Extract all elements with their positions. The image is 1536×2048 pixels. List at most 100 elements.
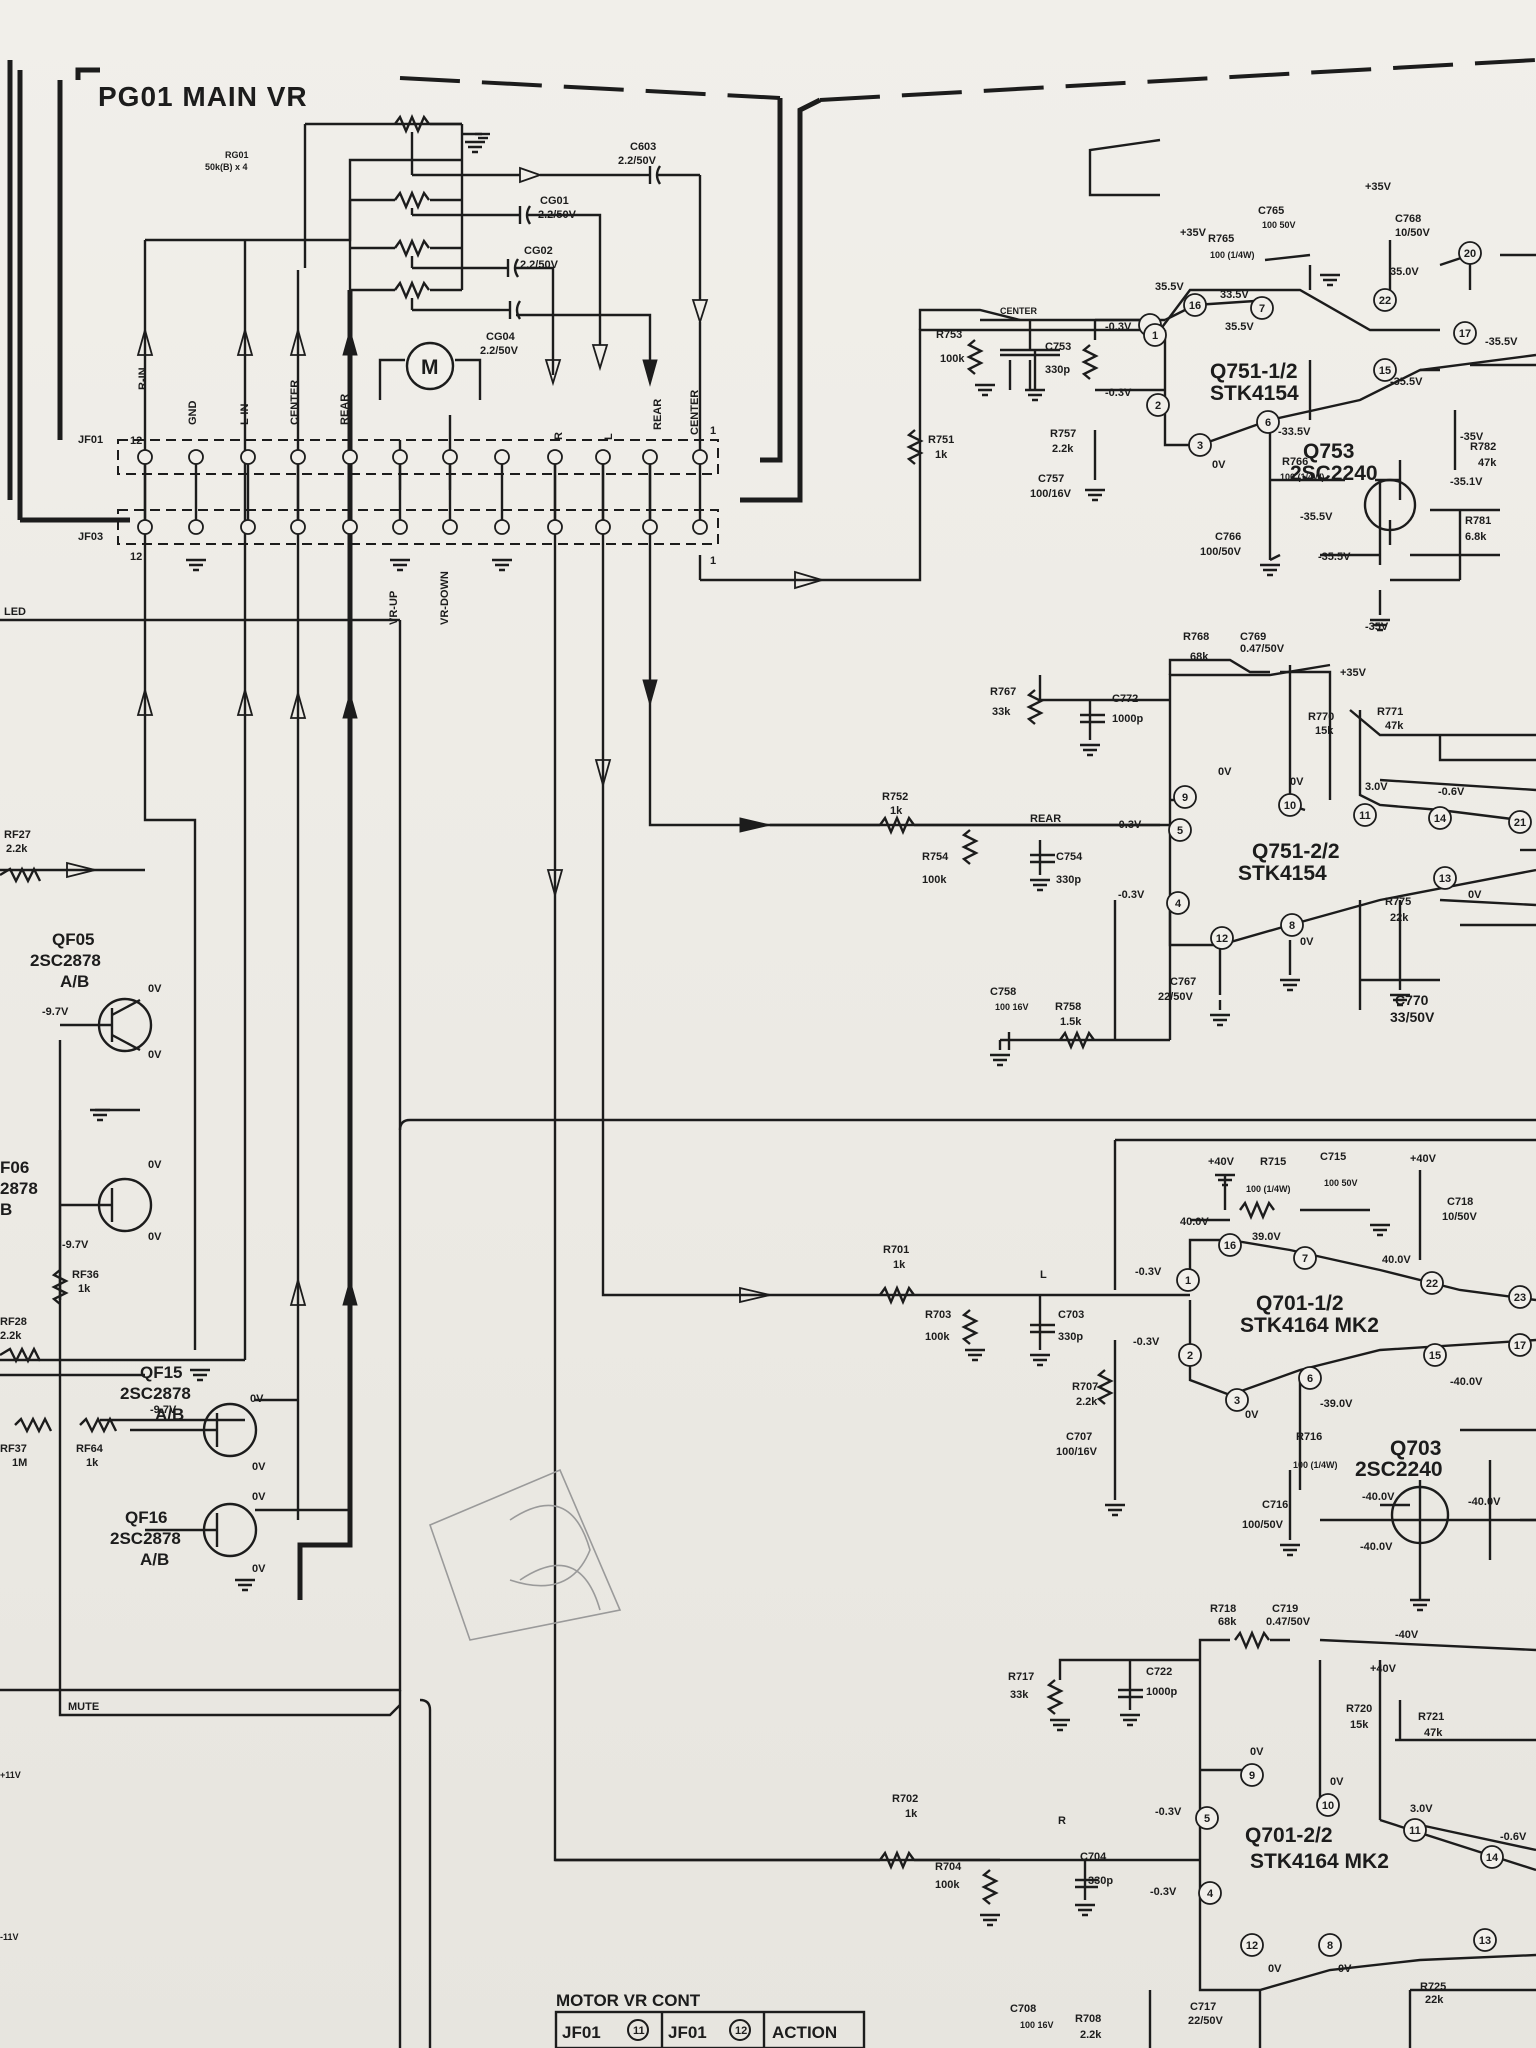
conn-label-rear-2: REAR [652,399,664,430]
v2-n03-b: -0.3V [1118,889,1145,901]
rf37-ref: RF37 [0,1443,27,1455]
qf05-grade: A/B [60,972,89,991]
terminal-jf01-7 [442,449,458,465]
v4-p40: +40V [1370,1663,1397,1675]
minus11v-label: -11V [0,1932,19,1942]
v3-0: 0V [1245,1409,1259,1421]
c757-ref: C757 [1038,473,1064,485]
svg-text:16: 16 [1189,300,1201,312]
ground-symbol-10 [1370,618,1390,632]
ground-symbol-12 [1080,743,1100,757]
r758-value: 1.5k [1060,1016,1082,1028]
svg-text:16: 16 [1224,1240,1236,1252]
svg-text:7: 7 [1302,1253,1308,1265]
r757-value: 2.2k [1052,443,1074,455]
c753-ref: C753 [1045,341,1071,353]
r770-ref: R770 [1308,711,1334,723]
terminal-jf03-9 [547,519,563,535]
r703-value: 100k [925,1331,950,1343]
v3-390: 39.0V [1252,1231,1281,1243]
rf36-ref: RF36 [72,1269,99,1281]
motor-vr-title: MOTOR VR CONT [556,1991,701,2010]
table-col-12: 12 [735,2025,747,2037]
v4-n03-a: -0.3V [1155,1806,1182,1818]
ground-symbol-30 [235,1578,255,1592]
rg01-pot-block [303,113,520,312]
terminal-jf03-2 [188,519,204,535]
r707-value: 2.2k [1076,1396,1098,1408]
conn-label-vr-up: VR-UP [388,591,400,625]
svg-text:11: 11 [1409,1825,1421,1837]
ground-symbol-11 [1030,878,1050,892]
terminal-jf03-5 [342,519,358,535]
c753-value: 330p [1045,364,1070,376]
v2-0-a: 0V [1218,766,1232,778]
terminal-jf03-1 [137,519,153,535]
terminal-jf03-12 [692,519,708,535]
c718-value: 10/50V [1442,1211,1478,1223]
c754-value: 330p [1056,874,1081,886]
ground-symbol-21 [1120,1713,1140,1727]
r767-ref: R767 [990,686,1016,698]
v2-30: 3.0V [1365,781,1388,793]
svg-text:4: 4 [1175,898,1182,910]
rg01-value: 50k(B) x 4 [205,162,248,172]
v-n35-b: -35V [1365,621,1389,633]
jf01-label: JF01 [78,434,103,446]
v-335-a: 33.5V [1220,289,1249,301]
v3-n400-b: -40.0V [1362,1491,1395,1503]
r721-value: 47k [1424,1727,1443,1739]
q701-2-pins: 5 4 9 10 11 14 12 8 13 [1195,1763,1504,1957]
r701-value: 1k [893,1259,906,1271]
v-n355-b: -35.5V [1390,376,1423,388]
rf27-ref: RF27 [4,829,31,841]
ground-symbol-28 [190,1368,210,1382]
jf01-pin1: 1 [710,425,716,437]
v-n35-a: -35V [1460,431,1484,443]
svg-text:21: 21 [1514,817,1526,829]
amp-q751-2 [770,658,1536,1051]
c769-ref: C769 [1240,631,1266,643]
v-n03-b: -0.3V [1105,387,1132,399]
c718-ref: C718 [1447,1196,1473,1208]
q701-1-ref: Q701-1/2 [1256,1292,1344,1315]
motor-vr-table [554,2010,866,2048]
rf28-ref: RF28 [0,1316,27,1328]
r754-value: 100k [922,874,947,886]
r752-ref: R752 [882,791,908,803]
qf15-vc: 0V [250,1393,264,1405]
q701-1-pins: 1 2 3 16 7 22 23 15 17 6 [1176,1233,1532,1412]
rf64-value: 1k [86,1457,99,1469]
page-title: PG01 MAIN VR [98,81,308,112]
r771-ref: R771 [1377,706,1403,718]
qf05-ve: 0V [148,1049,162,1061]
svg-text:3: 3 [1197,440,1203,452]
qf05-vc: 0V [148,983,162,995]
c715-value: 100 50V [1324,1178,1358,1188]
r753-value: 100k [940,353,965,365]
amp-q701-2 [555,1629,1536,2048]
ground-symbol-14 [1280,978,1300,992]
r715-ref: R715 [1260,1156,1286,1168]
r754-ref: R754 [922,851,949,863]
qf15-type: 2SC2878 [120,1384,191,1403]
terminal-jf03-3 [240,519,256,535]
qf05-vb: -9.7V [42,1006,69,1018]
cg04-value: 2.2/50V [480,345,519,357]
v-355-a: 35.5V [1155,281,1184,293]
vr-caps [500,165,709,455]
led-label: LED [4,606,26,618]
r752-value: 1k [890,805,903,817]
conn-label-r: R [553,432,565,440]
c717-ref: C717 [1190,2001,1216,2013]
ground-symbols [90,140,1430,1927]
v4-0-a: 0V [1250,1746,1264,1758]
r753-ref: R753 [936,329,962,341]
cg01-ref: CG01 [540,195,569,207]
r702-ref: R702 [892,1793,918,1805]
terminal-jf01-5 [342,449,358,465]
ground-symbol-7 [1085,488,1105,502]
svg-text:6: 6 [1265,417,1271,429]
terminal-jf03-11 [642,519,658,535]
conn-label-l: L [603,433,615,440]
